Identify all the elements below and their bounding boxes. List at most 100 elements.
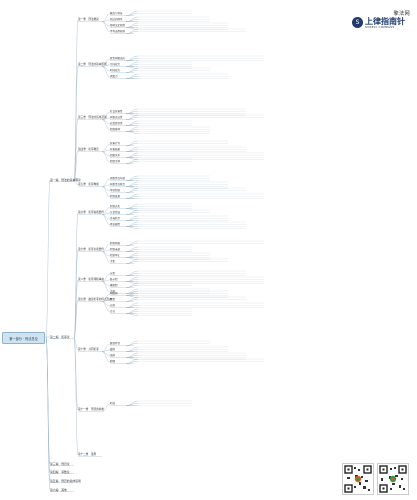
mindmap-level3-node[interactable]: 教唆犯	[110, 283, 118, 287]
mindmap-level3-node[interactable]: 附加刑	[110, 291, 118, 295]
mindmap-connector	[101, 149, 111, 152]
mindmap-connector	[73, 64, 79, 182]
mindmap-connector	[101, 281, 111, 293]
mindmap-connector	[101, 19, 111, 22]
mindmap-connector	[73, 117, 79, 182]
qr-code-icon	[377, 463, 409, 495]
mindmap-connector	[73, 279, 79, 339]
mindmap-level3-node[interactable]: 犯罪中止	[110, 253, 121, 257]
mindmap-connector	[101, 343, 111, 352]
mindmap-level3-node[interactable]: 平等适用原则	[110, 29, 126, 33]
mindmap-connector	[45, 336, 51, 491]
mindmap-connector	[73, 19, 79, 182]
mindmap-connector	[73, 249, 79, 339]
mindmap-level2-node[interactable]: 第十章 共同犯罪	[78, 347, 99, 351]
mindmap-level3-node[interactable]: 犯罪预备	[110, 241, 121, 245]
mindmap-level3-node[interactable]: 认识错误	[110, 210, 121, 214]
mindmap-connector	[45, 179, 51, 338]
mindmap-level3-node[interactable]: 减刑	[110, 353, 116, 357]
mindmap-connector	[125, 357, 139, 360]
mindmap-level3-node[interactable]: 主刑	[110, 289, 116, 293]
mindmap-level3-node[interactable]: 刑法的体系	[110, 17, 123, 21]
mindmap-level3-node[interactable]: 刑事责任年龄	[110, 176, 126, 180]
mindmap-connector	[73, 338, 79, 351]
mindmap-level1-node[interactable]: 第六编 其他	[50, 487, 67, 492]
mindmap-level3-node[interactable]: 从犯	[110, 271, 116, 275]
mindmap-level3-node[interactable]: 自首	[110, 303, 116, 307]
mindmap-connector	[73, 338, 79, 411]
mindmap-level3-node[interactable]: 因果关系	[110, 153, 121, 157]
mindmap-root-node[interactable]: 第一部分 · 刑法总论	[2, 332, 45, 344]
mindmap-level3-node[interactable]: 假释	[110, 359, 116, 363]
mindmap-connector	[101, 251, 111, 263]
mindmap-connector	[125, 31, 139, 34]
mindmap-level3-node[interactable]: 缓刑	[110, 347, 116, 351]
mindmap-level3-node[interactable]: 犯罪客体	[110, 127, 121, 131]
mindmap-level3-node[interactable]: 空间效力	[110, 62, 121, 66]
mindmap-connector	[125, 27, 139, 30]
mindmap-level1-node[interactable]: 第四编 罪数论	[50, 469, 70, 474]
mindmap-level3-node[interactable]: 单位犯罪	[110, 188, 121, 192]
mindmap-connector	[125, 281, 139, 284]
mindmap-level3-node[interactable]: 刑事违法性	[110, 115, 123, 119]
mindmap-level3-node[interactable]: 危害行为	[110, 141, 121, 145]
mindmap-level1-node[interactable]: 第五编 刑罚的具体运用	[50, 478, 81, 483]
mindmap-level2-node[interactable]: 第六章 犯罪客观要件	[78, 210, 104, 214]
mindmap-level3-node[interactable]: 犯罪过失	[110, 204, 121, 208]
mindmap-connector	[101, 151, 111, 163]
mindmap-level3-node[interactable]: 胁从犯	[110, 277, 118, 281]
mindmap-level2-node[interactable]: 第一章 刑法概说	[78, 17, 99, 21]
mindmap-level2-node[interactable]: 第三章 刑法的适用范围	[78, 115, 107, 119]
mindmap-connector	[125, 343, 139, 346]
mindmap-level3-node[interactable]: 主犯	[110, 259, 116, 263]
mindmap-connector	[101, 403, 111, 412]
mindmap-connector	[101, 178, 111, 187]
qr-code-icon	[342, 463, 374, 495]
mindmap-level3-node[interactable]: 正当防卫	[110, 216, 121, 220]
mindmap-level3-node[interactable]: 罪刑法定原则	[110, 23, 126, 27]
mindmap-level3-node[interactable]: 时间效力	[110, 68, 121, 72]
mindmap-level3-node[interactable]: 犯罪未遂	[110, 247, 121, 251]
mindmap-level2-node[interactable]: 第七章 犯罪主观要件	[78, 247, 104, 251]
mindmap-level2-node[interactable]: 第二章 刑法的基本原则	[78, 62, 107, 66]
mindmap-connector	[125, 299, 139, 302]
mindmap-level3-node[interactable]: 犯罪主体	[110, 159, 121, 163]
mindmap-level1-node[interactable]: 第一编 刑法的基本理论	[50, 177, 81, 182]
mindmap-level3-node[interactable]: 应受惩罚性	[110, 121, 123, 125]
mindmap-level3-node[interactable]: 溯及力	[110, 74, 118, 78]
mindmap-level2-node[interactable]: 第十二章 量刑	[78, 452, 97, 456]
mindmap-level3-node[interactable]: 立功	[110, 309, 116, 313]
mindmap-level1-node[interactable]: 第二编 犯罪论	[50, 334, 70, 339]
company-name: 上律指南针	[365, 17, 405, 26]
mindmap-level3-node[interactable]: 数罪并罚	[110, 341, 121, 345]
mindmap-connector	[125, 295, 139, 298]
mindmap-connector	[125, 13, 139, 16]
mindmap-level1-node[interactable]: 第三编 刑罚论	[50, 461, 70, 466]
mindmap-level3-node[interactable]: 社会危害性	[110, 109, 123, 113]
mindmap-level3-node[interactable]: 概念与特征	[110, 11, 123, 15]
mindmap-connector	[73, 149, 79, 182]
root-label: 第一部分 · 刑法总论	[9, 336, 38, 341]
mindmap-connector	[101, 301, 111, 313]
mindmap-level3-node[interactable]: 时效	[110, 401, 116, 405]
mindmap-level2-node[interactable]: 第十一章 刑罚的种类	[78, 407, 104, 411]
mindmap-level2-node[interactable]: 第五章 犯罪构成	[78, 182, 99, 186]
compass-icon: S	[352, 17, 363, 28]
mindmap-level3-node[interactable]: 犯罪故意	[110, 194, 121, 198]
brand-logo: 擎法网 S 上律指南针 SURELY COMPASS	[352, 10, 414, 32]
mindmap-level2-node[interactable]: 第四章 犯罪概念	[78, 147, 99, 151]
mindmap-level2-node[interactable]: 第九章 故意犯罪的停止形态	[78, 297, 112, 301]
mindmap-level3-node[interactable]: 危害结果	[110, 147, 121, 151]
mindmap-connector	[101, 214, 111, 226]
mindmap-connector	[101, 351, 111, 363]
mindmap-level3-node[interactable]: 累犯	[110, 297, 116, 301]
mindmap-level2-node[interactable]: 第八章 犯罪排除事由	[78, 277, 104, 281]
site-name: 擎法网	[393, 11, 410, 17]
mindmap-connector	[101, 184, 111, 187]
mindmap-level3-node[interactable]: 罪责刑相适应	[110, 56, 126, 60]
mindmap-level3-node[interactable]: 刑事责任能力	[110, 182, 126, 186]
mindmap-level3-node[interactable]: 紧急避险	[110, 222, 121, 226]
mindmap-connector	[125, 226, 139, 229]
